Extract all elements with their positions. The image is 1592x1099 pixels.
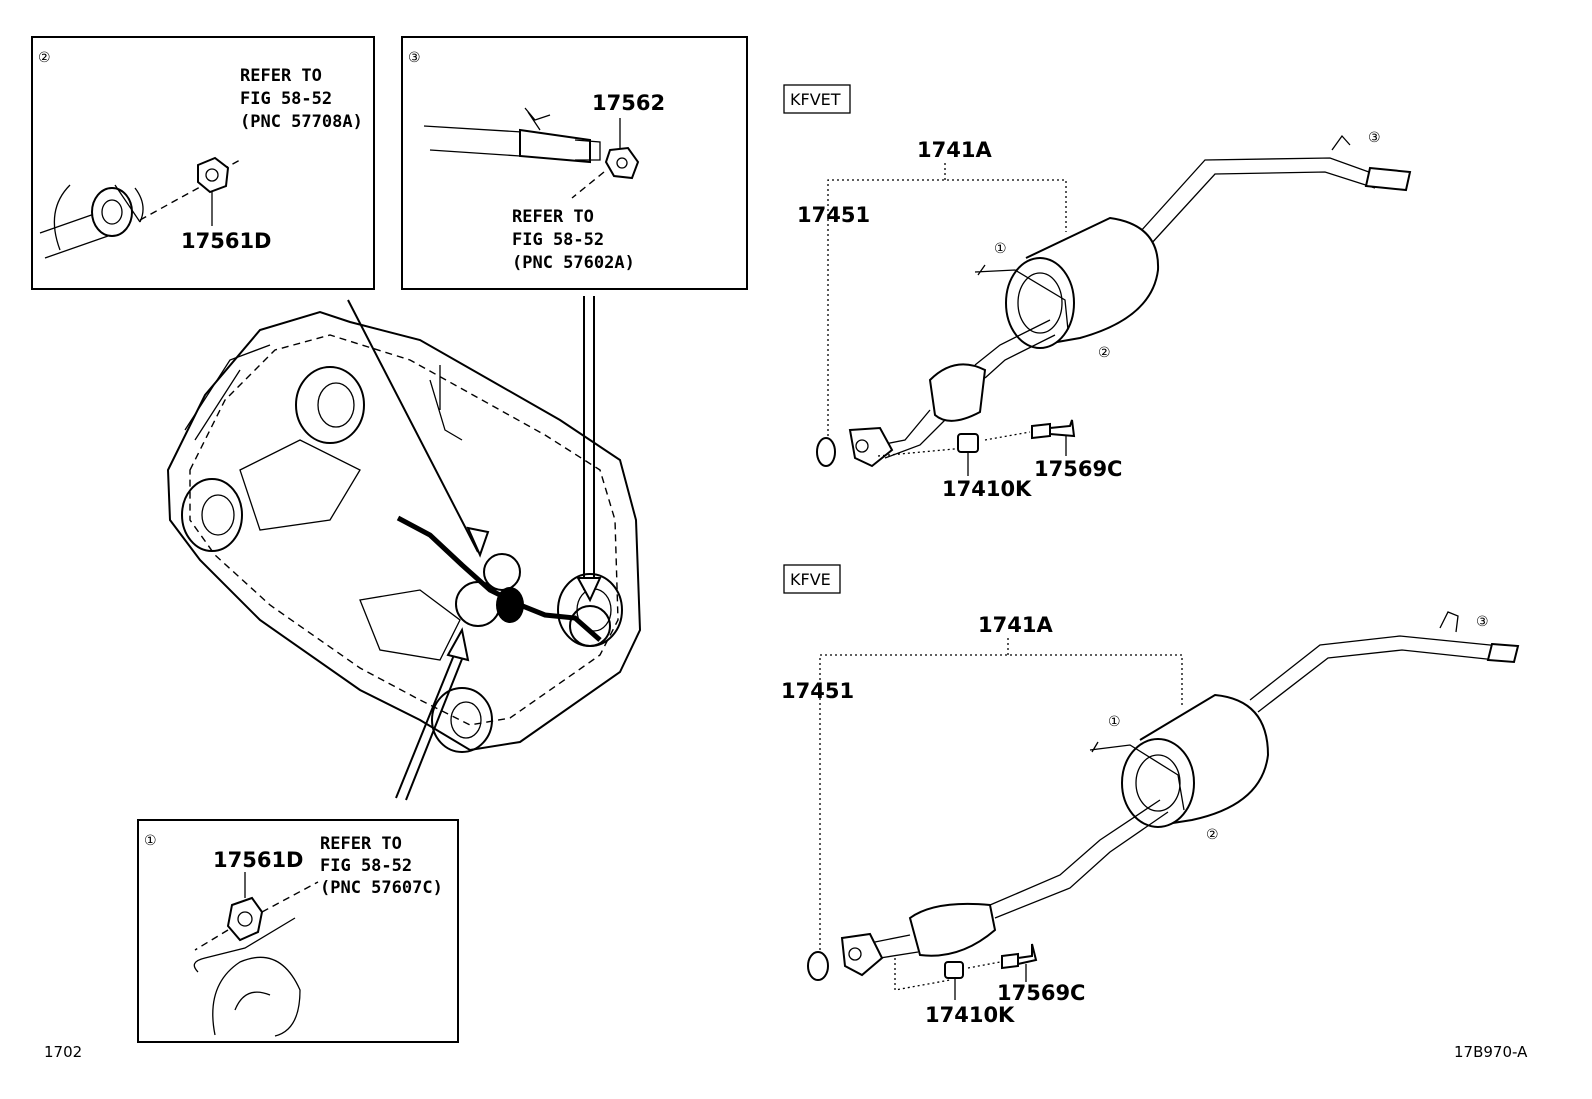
kfve-spring-label: 17410K (925, 1003, 1015, 1027)
kfvet-hanger-1 (974, 264, 1069, 331)
inset-1-refer-line-3: (PNC 57607C) (320, 878, 443, 898)
inset-3-part-label: 17562 (592, 91, 665, 115)
inset-1-number: ① (144, 833, 157, 849)
hanger-location-2 (569, 605, 611, 647)
floor-area (359, 589, 461, 661)
inset-1-hanger-rod (193, 917, 296, 973)
kfve-assembly-bracket (819, 654, 1183, 960)
kfvet-intermediate-pipe (974, 319, 1056, 379)
inset-2-refer-line-1: REFER TO (240, 66, 322, 86)
insulator-17561D-inset-1 (226, 896, 264, 942)
inset-2-refer-line-2: FIG 58-52 (240, 89, 332, 109)
engine-area (239, 439, 361, 531)
kfve-callout-2: ② (1206, 827, 1219, 843)
inset-3-frame (401, 36, 748, 290)
kfvet-tag-box (783, 84, 851, 114)
kfvet-compression-spring (957, 433, 979, 453)
inset-2-frame (31, 36, 375, 290)
kfve-bolt-label: 17569C (997, 981, 1085, 1005)
inset-2-number: ② (38, 50, 51, 66)
kfvet-bolt-label: 17569C (1034, 457, 1122, 481)
vehicle-muffler (496, 587, 524, 623)
kfve-tag: KFVE (790, 570, 831, 589)
kfve-flange (840, 932, 884, 977)
vehicle-inner-outline (189, 334, 619, 726)
inset-1-frame (137, 819, 459, 1043)
insulator-17561D-inset-2 (197, 156, 230, 194)
inset-2-pipe-ring (91, 187, 133, 237)
inset-3-tail-tip (519, 128, 591, 164)
kfvet-hanger-3 (1331, 134, 1351, 151)
footer-left-code: 1702 (44, 1043, 82, 1061)
kfvet-assembly-bracket (827, 179, 1067, 436)
kfve-hanger-3 (1439, 611, 1459, 633)
kfvet-assembly-label: 1741A (917, 138, 992, 162)
kfve-callout-1: ① (1108, 714, 1121, 730)
kfve-section: KFVE 1741A 17451 17410K 17569C ① ② ③ (781, 564, 1520, 1027)
pointer-inset-1-b (405, 653, 465, 801)
kfvet-callout-2: ② (1098, 345, 1111, 361)
kfve-tag-box (783, 564, 841, 594)
kfvet-tailpipe (1139, 157, 1381, 246)
kfve-callout-3: ③ (1476, 614, 1489, 630)
kfvet-flange (848, 426, 894, 468)
hanger-location-1 (455, 581, 501, 627)
kfvet-gasket (816, 437, 836, 467)
kfve-compression-spring (944, 961, 964, 979)
inset-2: ② REFER TO FIG 58-52 (PNC 57708A) 17561D (31, 36, 375, 290)
kfve-catalytic-converter (908, 902, 997, 957)
inset-2-refer-line-3: (PNC 57708A) (240, 112, 363, 132)
front-wheel-left (181, 478, 243, 552)
kfve-bolt (1001, 943, 1038, 970)
insulator-17562-inset-3 (604, 146, 640, 180)
kfvet-gasket-label: 17451 (797, 203, 870, 227)
kfve-assembly-label: 1741A (978, 613, 1053, 637)
rear-wheel-left (431, 687, 493, 753)
inset-3-pipe (423, 125, 523, 157)
inset-2-body-curve (53, 184, 71, 251)
kfvet-spring-label: 17410K (942, 477, 1032, 501)
inset-1-part-label: 17561D (213, 848, 304, 872)
inset-3: ③ 17562 REFER TO FIG 58-52 (PNC 57602A) (401, 36, 748, 290)
footer-right-code: 17B970-A (1454, 1043, 1528, 1061)
pointer-inset-2 (347, 299, 479, 553)
inset-3-refer-line-2: FIG 58-52 (512, 230, 604, 250)
kfvet-callout-1: ① (994, 241, 1007, 257)
kfve-gasket (807, 951, 829, 981)
kfve-tailpipe (1249, 635, 1501, 713)
vehicle-outline (166, 310, 642, 752)
kfvet-callout-3: ③ (1368, 130, 1381, 146)
inset-3-refer-line-3: (PNC 57602A) (512, 253, 635, 273)
kfvet-tag: KFVET (790, 90, 841, 109)
kfve-gasket-label: 17451 (781, 679, 854, 703)
inset-1-refer-line-2: FIG 58-52 (320, 856, 412, 876)
inset-2-part-label: 17561D (181, 229, 272, 253)
kfve-front-pipe (874, 934, 919, 959)
kfvet-bolt (1031, 419, 1076, 440)
inset-1-refer-line-1: REFER TO (320, 834, 402, 854)
inset-3-refer-line-1: REFER TO (512, 207, 594, 227)
inset-3-hanger-rod (524, 107, 551, 131)
vehicle-underbody-view (166, 296, 642, 801)
kfvet-tail-tip (1364, 166, 1412, 192)
inset-2-pipe (39, 211, 109, 259)
kfve-intermediate-pipe (989, 799, 1169, 919)
front-wheel-right (295, 366, 365, 444)
kfve-hanger-1 (1089, 741, 1185, 811)
hanger-location-3 (483, 553, 521, 591)
inset-3-number: ③ (408, 50, 421, 66)
kfve-tail-tip (1486, 642, 1520, 664)
inset-1: ① REFER TO FIG 58-52 (PNC 57607C) 17561D (137, 819, 459, 1043)
pointer-inset-1-a (395, 649, 457, 799)
kfvet-catalytic-converter (928, 363, 987, 422)
inset-1-muffler-end (212, 956, 301, 1037)
kfvet-section: KFVET 1741A 17451 17410K 17569C ① ② ③ (783, 84, 1412, 501)
